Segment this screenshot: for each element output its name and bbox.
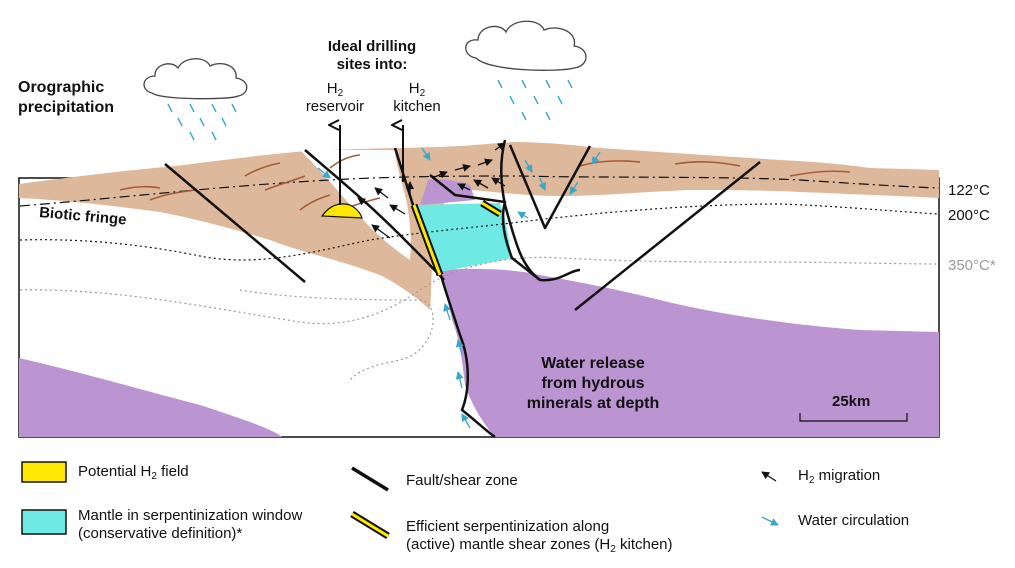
kitchen-label: H2 kitchen <box>382 80 452 116</box>
temp-350-label: 350°C* <box>948 257 996 274</box>
water-release-label: Water release from hydrous minerals at d… <box>508 354 678 414</box>
fault-long-right <box>574 161 761 311</box>
water-release-line1: Water release <box>541 355 645 372</box>
water-release-line2: from hydrous <box>541 375 645 392</box>
water-release-line3: minerals at depth <box>526 395 660 412</box>
kitchen-h: H <box>408 80 420 97</box>
drilling-wells <box>340 125 404 205</box>
legend-mantle-line1: Mantle in serpentinization window <box>78 507 303 524</box>
main-mantle <box>440 268 939 437</box>
legend-mantle: Mantle in serpentinization window (conse… <box>78 507 302 543</box>
legend-water-arrow-icon <box>761 516 779 526</box>
scale-bar <box>799 413 908 422</box>
scale-label: 25km <box>832 393 871 410</box>
legend-water-circulation: Water circulation <box>798 512 910 529</box>
fault-mantle-boundary <box>429 174 541 281</box>
orographic-line2: precipitation <box>18 99 115 116</box>
reservoir-h: H <box>326 80 338 97</box>
lower-left-mantle <box>19 358 282 437</box>
legend-mantle-line2: (conservative definition)* <box>78 525 243 542</box>
fault-deep <box>438 271 496 439</box>
water-circulation-arrows <box>317 147 601 429</box>
rain-left <box>167 103 237 141</box>
legend-efficient-line1: Efficient serpentinization along <box>406 518 610 535</box>
isotherm-122 <box>19 175 940 207</box>
legend-efficient-pre: (active) mantle shear zones (H <box>406 536 611 553</box>
legend-potential-pre: Potential H <box>78 463 152 480</box>
sediment-streaks <box>119 154 851 211</box>
legend-potential-field: Potential H2 field <box>78 463 189 482</box>
reservoir-word: reservoir <box>305 98 365 115</box>
legend-potential-post: field <box>156 463 189 480</box>
temp-200-label: 200°C <box>948 207 990 224</box>
kitchen-word: kitchen <box>393 98 441 115</box>
sediment-layer <box>19 142 939 310</box>
legend-efficient-symbol <box>350 511 390 539</box>
isotherm-200 <box>19 203 940 261</box>
legend-efficient-sub: 2 <box>610 544 616 555</box>
isotherm-350 <box>19 256 940 325</box>
cloud-right <box>465 20 587 121</box>
legend-h2-field-swatch <box>21 461 67 483</box>
legend-migration: H2 migration <box>798 467 881 486</box>
ideal-line1: Ideal drilling <box>327 38 417 55</box>
ideal-drilling-label: Ideal drilling sites into: <box>312 38 432 74</box>
h2-migration-arrows <box>357 142 506 239</box>
reservoir-label: H2 reservoir <box>290 80 380 116</box>
temp-122-label: 122°C <box>948 182 990 199</box>
legend-fault: Fault/shear zone <box>406 472 518 489</box>
legend-potential-sub: 2 <box>151 471 157 482</box>
legend-migration-post: migration <box>814 467 881 484</box>
faults <box>164 139 761 439</box>
isotherm-deep <box>239 289 434 381</box>
h2-field <box>320 203 363 219</box>
legend-efficient-post: kitchen) <box>615 536 673 553</box>
legend-migration-arrow-icon <box>761 471 777 482</box>
fault-left <box>164 163 306 283</box>
kitchen-sub: 2 <box>419 88 426 99</box>
ideal-line2: sites into: <box>336 56 408 73</box>
fault-right-up <box>508 144 592 230</box>
rain-right <box>497 79 573 121</box>
efficient-shear-zones <box>410 200 502 277</box>
reservoir-sub: 2 <box>337 88 344 99</box>
legend-efficient: Efficient serpentinization along (active… <box>406 518 673 555</box>
legend-migration-pre: H <box>798 467 809 484</box>
legend-mantle-swatch <box>21 509 67 535</box>
serpentinization-window <box>417 203 512 272</box>
legend-migration-sub: 2 <box>808 475 815 486</box>
legend-fault-symbol <box>351 466 389 492</box>
orographic-label: Orographic precipitation <box>18 78 114 118</box>
fault-center-right <box>500 139 581 282</box>
cloud-left <box>143 58 248 141</box>
orographic-line1: Orographic <box>18 79 105 96</box>
